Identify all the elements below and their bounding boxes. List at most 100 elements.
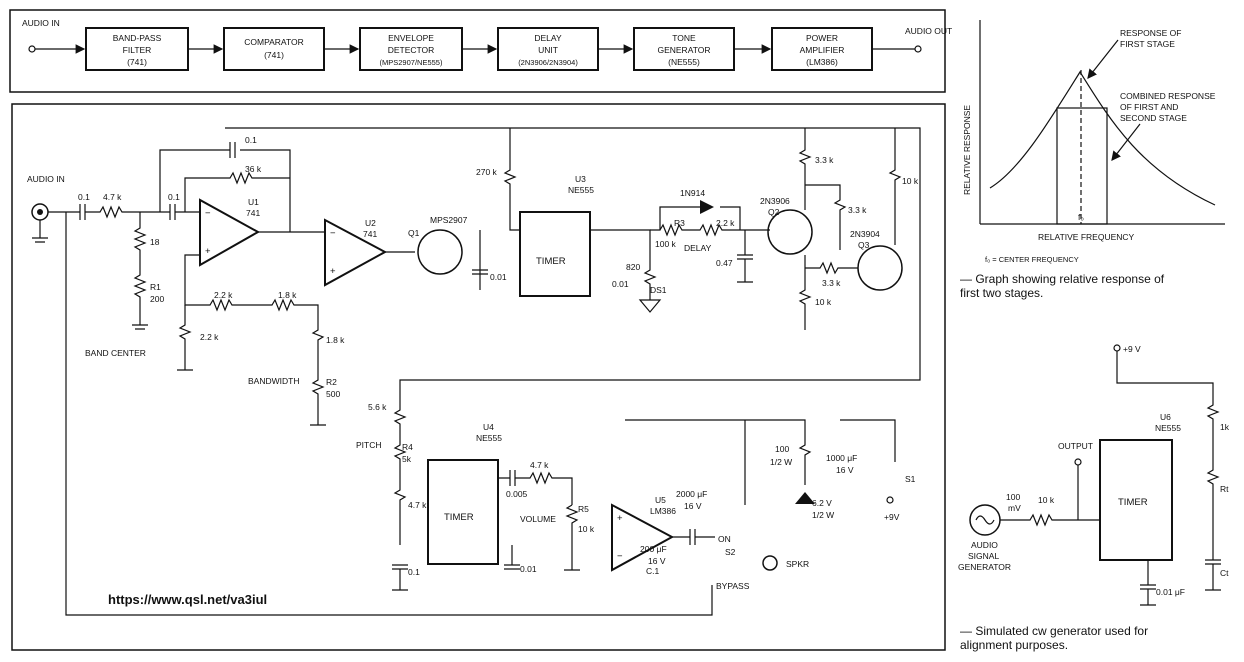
cw-timer: TIMER	[1118, 497, 1148, 508]
c1000-label: 1000 μF	[826, 453, 857, 463]
block-diagram-frame	[9, 9, 946, 93]
u5-minus: −	[617, 551, 623, 562]
graph-caption-1: — Graph showing relative response of	[960, 272, 1165, 286]
r270k-label: 270 k	[476, 167, 498, 177]
r10k-a-label: 10 k	[815, 297, 832, 307]
r4-label: R4	[402, 442, 413, 452]
cw-r1k: 1k	[1220, 422, 1230, 432]
r5-val: 10 k	[578, 524, 595, 534]
c001a-label: 0.01	[490, 272, 507, 282]
v16c-label: 16 V	[836, 465, 854, 475]
delay-label: DELAY	[684, 243, 712, 253]
q2-label: Q2	[768, 207, 780, 217]
u5-plus: +	[617, 513, 623, 524]
block-audio-out-label: AUDIO OUT	[905, 26, 952, 36]
block-5-l3: (NE555)	[668, 57, 700, 67]
zener-diode	[795, 492, 815, 504]
audio-in-terminal	[28, 45, 36, 53]
u2-label: U2	[365, 218, 376, 228]
graph-ann-comb-2: OF FIRST AND	[1120, 102, 1178, 112]
source-url: https://www.qsl.net/va3iul	[108, 592, 268, 607]
cw-mv: mV	[1008, 503, 1021, 513]
c-fb-label: 0.1	[245, 135, 257, 145]
r100-label: 100	[775, 444, 789, 454]
r22k-a-label: 2.2 k	[214, 290, 233, 300]
block-comparator	[223, 27, 325, 71]
pitch-label: PITCH	[356, 440, 382, 450]
block-6-l1: POWER	[806, 33, 838, 43]
q3-transistor	[857, 245, 903, 291]
graph-ann-first-1: RESPONSE OF	[1120, 28, 1181, 38]
u2-opamp	[324, 218, 388, 287]
u3-part: NE555	[568, 185, 594, 195]
cw-r100: 100	[1006, 492, 1020, 502]
cw-vcc-label: +9 V	[1123, 344, 1141, 354]
r22k-c-label: 2.2 k	[716, 218, 735, 228]
plus9-terminal	[886, 496, 894, 504]
graph-ann-comb-3: SECOND STAGE	[1120, 113, 1187, 123]
r-fb-label: 36 k	[245, 164, 262, 174]
combined-response-rect	[1056, 107, 1108, 225]
u3-label: U3	[575, 174, 586, 184]
block-3-l3: (MPS2907/NE555)	[380, 58, 443, 67]
ds1-label: DS1	[650, 285, 667, 295]
r47k-a-label: 4.7 k	[408, 500, 427, 510]
block-4-l2: UNIT	[538, 45, 558, 55]
r18k-a-label: 1.8 k	[278, 290, 297, 300]
u2-plus: +	[330, 266, 336, 277]
r820-label: 820	[626, 262, 640, 272]
cw-c001: 0.01 μF	[1156, 587, 1185, 597]
u5-part: LM386	[650, 506, 676, 516]
cw-gen-3: GENERATOR	[958, 562, 1011, 572]
u2-part: 741	[363, 229, 377, 239]
zener-label: 6.2 V	[812, 498, 832, 508]
graph-caption-2: first two stages.	[960, 286, 1044, 300]
c-in-label: 0.1	[78, 192, 90, 202]
cw-caption: — Simulated cw generator used for alignm…	[960, 624, 1148, 652]
block-1-l3: (741)	[127, 57, 147, 67]
cw-u6: U6	[1160, 412, 1171, 422]
graph-ylabel: RELATIVE RESPONSE	[962, 105, 972, 195]
cw-caption-2: alignment purposes.	[960, 638, 1069, 652]
block-4-l3: (2N3906/2N3904)	[518, 58, 578, 67]
v16b-label: 16 V	[648, 556, 666, 566]
r22k-b-label: 2.2 k	[200, 332, 219, 342]
u5-label: U5	[655, 495, 666, 505]
r100w-label: 1/2 W	[770, 457, 792, 467]
u1-plus: +	[205, 246, 211, 257]
u4-label: U4	[483, 422, 494, 432]
r56k-label: 5.6 k	[368, 402, 387, 412]
u1-minus: −	[205, 208, 211, 219]
v16a-label: 16 V	[684, 501, 702, 511]
response-graph: RELATIVE RESPONSE RELATIVE FREQUENCY f₀ …	[962, 20, 1225, 264]
graph-note: f₀ = CENTER FREQUENCY	[985, 255, 1079, 264]
schematic-frame	[11, 103, 946, 651]
main-schematic: AUDIO IN 0.1 4.7 k 0.1 18 R1 200 BAND CE…	[11, 103, 946, 651]
u1-opamp	[199, 198, 261, 267]
cw-r10k: 10 k	[1038, 495, 1055, 505]
c2000-label: 2000 μF	[676, 489, 707, 499]
r18-label: 18	[150, 237, 160, 247]
r-in-label: 4.7 k	[103, 192, 122, 202]
r1-label: R1	[150, 282, 161, 292]
cw-gen-1: AUDIO	[971, 540, 998, 550]
block-6-l2: AMPLIFIER	[800, 45, 845, 55]
block-1-l1: BAND-PASS	[113, 33, 162, 43]
block-5-l1: TONE	[672, 33, 696, 43]
graph-xlabel: RELATIVE FREQUENCY	[1038, 232, 1135, 242]
bypass-label: BYPASS	[716, 581, 750, 591]
spkr-jack	[762, 555, 778, 571]
r47k-b-label: 4.7 k	[530, 460, 549, 470]
u1-label: U1	[248, 197, 259, 207]
zener-w-label: 1/2 W	[812, 510, 834, 520]
q1-part: MPS2907	[430, 215, 468, 225]
plus9-label: +9V	[884, 512, 900, 522]
q2-transistor	[767, 209, 813, 255]
block-diagram: AUDIO IN BAND-PASS FILTER (741) COMPARAT…	[9, 9, 952, 93]
r2-label: R2	[326, 377, 337, 387]
c0005-label: 0.005	[506, 489, 528, 499]
u4-part: NE555	[476, 433, 502, 443]
u3-ne555	[519, 211, 591, 297]
first-stage-curve	[989, 70, 1216, 206]
